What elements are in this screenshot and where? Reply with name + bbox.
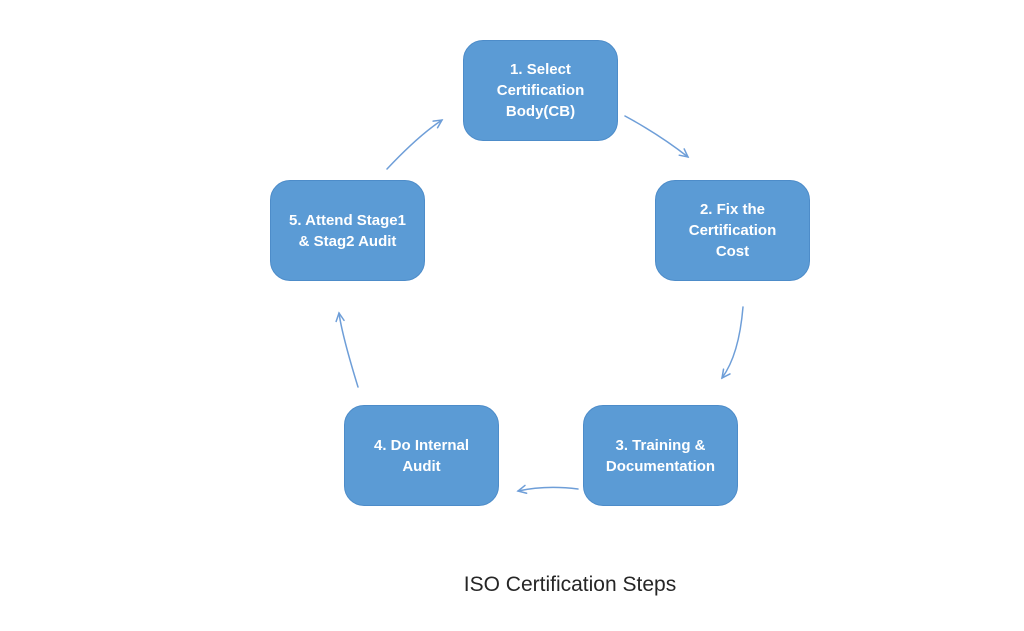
step-5-label: 5. Attend Stage1 & Stag2 Audit	[289, 211, 406, 250]
arrow-step3-to-step4	[516, 484, 579, 494]
arrow-step1-to-step2	[624, 115, 690, 159]
step-2-label: 2. Fix the Certification Cost	[688, 201, 777, 260]
step-1-label: 1. Select Certification Body(CB)	[496, 61, 585, 120]
arrow-step4-to-step5	[335, 311, 359, 388]
step-4-label: 4. Do Internal Audit	[373, 436, 470, 475]
step-box-2: 2. Fix the Certification Cost	[655, 180, 810, 281]
arrow-step5-to-step1	[386, 119, 444, 170]
arrow-step2-to-step3	[721, 306, 744, 380]
step-box-4: 4. Do Internal Audit	[344, 405, 499, 506]
step-box-1: 1. Select Certification Body(CB)	[463, 40, 618, 141]
step-box-3: 3. Training & Documentation	[583, 405, 738, 506]
step-3-label: 3. Training & Documentation	[605, 436, 716, 475]
diagram-title: ISO Certification Steps	[463, 573, 677, 596]
step-box-5: 5. Attend Stage1 & Stag2 Audit	[270, 180, 425, 281]
